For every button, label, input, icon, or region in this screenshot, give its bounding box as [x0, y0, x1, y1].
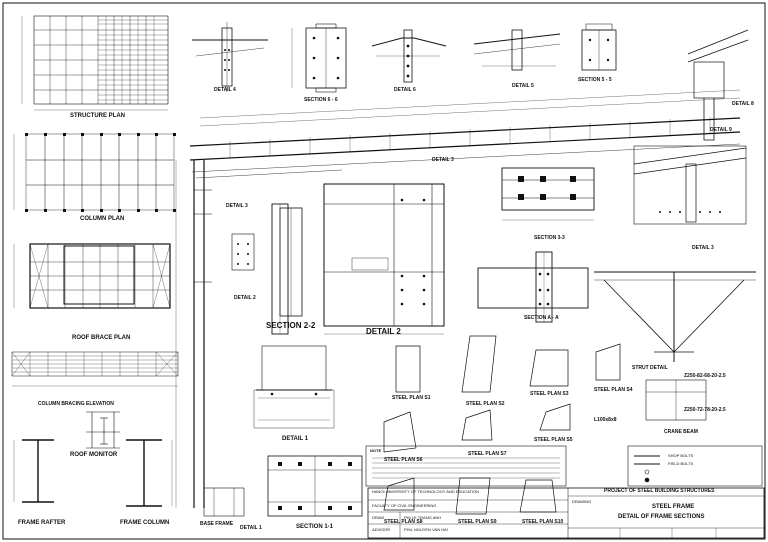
- title-advisor-name: PHIL NGUYEN VAN HAI: [404, 527, 448, 532]
- column-bracing-elevation-drawing: [11, 351, 179, 387]
- detail-3-right-drawing: [633, 145, 747, 225]
- steel-plate-s9: [455, 477, 491, 515]
- section-2-2-drawing: [279, 207, 303, 317]
- steel-plate-s1: [395, 345, 421, 393]
- title-drawn-name: PHI LE TRANG ANH: [404, 515, 442, 520]
- label-steel-plan-s3: STEEL PLAN S3: [530, 391, 569, 397]
- label-structure-plan: STRUCTURE PLAN: [70, 113, 125, 119]
- legend-box: [627, 445, 763, 487]
- column-plan-drawing: [13, 133, 176, 212]
- title-advisor-role: ADVISOR: [372, 527, 391, 532]
- steel-plate-s7: [461, 409, 493, 441]
- label-steel-plan-s5: STEEL PLAN S5: [534, 437, 573, 443]
- steel-plate-s8: [383, 477, 415, 511]
- label-steel-plan-s6: STEEL PLAN S6: [384, 457, 423, 463]
- label-detail-3-small: DETAIL 3: [432, 157, 454, 163]
- frame-rafter-drawing: [13, 439, 54, 503]
- label-z-section-2: Z250-72-78-20-2.5: [684, 407, 726, 413]
- detail-5-drawing: [473, 29, 561, 71]
- label-frame-column: FRAME COLUMN: [120, 520, 170, 526]
- label-section-6-6: SECTION 6 - 6: [304, 97, 338, 103]
- label-section-1-1: SECTION 1-1: [296, 524, 334, 530]
- label-section-5-5: SECTION 5 - 5: [578, 77, 612, 83]
- label-crane-beam: CRANE BEAM: [664, 429, 698, 435]
- label-steel-plan-s1: STEEL PLAN S1: [392, 395, 431, 401]
- section-3-3-drawing: [501, 167, 595, 221]
- steel-plate-s4: [595, 343, 621, 381]
- steel-plate-s2: [461, 335, 497, 393]
- frame-column-drawing: [126, 439, 173, 507]
- legend-item-field-bolts: FIELD BOLTS: [668, 461, 694, 466]
- label-angle-section: L100x8x8: [594, 417, 617, 423]
- roof-monitor-drawing: [86, 411, 120, 449]
- structure-plan-drawing: [21, 15, 169, 111]
- rafter-end-drawing: [687, 29, 749, 141]
- notes-box: [365, 445, 567, 487]
- roof-brace-plan-drawing: [13, 243, 171, 309]
- label-steel-plan-s10: STEEL PLAN S10: [522, 519, 564, 525]
- label-section-a-a: SECTION A - A: [524, 315, 559, 321]
- label-detail-1: DETAIL 1: [282, 436, 309, 442]
- label-column-bracing-elevation: COLUMN BRACING ELEVATION: [38, 401, 114, 407]
- title-line-2: DETAIL OF FRAME SECTIONS: [618, 514, 705, 520]
- steel-plate-s10: [519, 479, 557, 513]
- label-detail-3-right: DETAIL 3: [692, 245, 714, 251]
- label-section-2-2: SECTION 2-2: [266, 321, 316, 330]
- label-detail-2-small: DETAIL 2: [234, 295, 256, 301]
- label-detail-4: DETAIL 4: [214, 87, 236, 93]
- label-steel-plan-s4: STEEL PLAN S4: [594, 387, 633, 393]
- detail-6-drawing: [371, 29, 447, 83]
- steel-plate-s5: [539, 403, 571, 431]
- label-steel-plan-s9: STEEL PLAN S9: [458, 519, 497, 525]
- label-base-frame: BASE FRAME: [200, 521, 234, 527]
- title-block: [367, 487, 765, 539]
- title-faculty: FACULTY OF CIVIL ENGINEERING: [372, 503, 437, 508]
- legend-item-shop-bolts: SHOP BOLTS: [668, 453, 694, 458]
- base-frame-drawing: [203, 487, 245, 517]
- detail-2-drawing: [323, 183, 445, 335]
- rafter-elevation-drawing: [175, 89, 741, 508]
- label-steel-plan-s8: STEEL PLAN S8: [384, 519, 423, 525]
- label-detail-2: DETAIL 2: [366, 327, 401, 336]
- label-section-3-3: SECTION 3-3: [534, 235, 565, 241]
- steel-plate-s3: [529, 349, 569, 387]
- section-5-5-drawing: [581, 23, 617, 71]
- section-1-1-drawing: [267, 455, 363, 517]
- detail-1-drawing: [253, 345, 335, 429]
- title-project: PROJECT OF STEEL BUILDING STRUCTURES: [604, 488, 715, 494]
- detail-4-drawing: [192, 22, 268, 92]
- label-frame-rafter: FRAME RAFTER: [18, 520, 66, 526]
- label-detail-5: DETAIL 5: [512, 83, 534, 89]
- label-column-plan: COLUMN PLAN: [80, 216, 125, 222]
- label-roof-monitor: ROOF MONITOR: [70, 452, 118, 458]
- label-steel-plan-s2: STEEL PLAN S2: [466, 401, 505, 407]
- section-6-6-drawing: [291, 23, 347, 93]
- steel-plate-s6: [383, 411, 417, 453]
- detail-3-drawing: [231, 203, 289, 335]
- label-detail-6: DETAIL 6: [394, 87, 416, 93]
- notes-heading: NOTE: [370, 448, 382, 453]
- label-detail-3: DETAIL 3: [226, 203, 248, 209]
- title-university: HANOI UNIVERSITY OF TECHNOLOGY AND EDUCA…: [372, 489, 480, 494]
- label-detail-9: DETAIL 9: [710, 127, 732, 133]
- label-detail-8: DETAIL 8: [732, 101, 754, 107]
- label-detail-1-small: DETAIL 1: [240, 525, 262, 531]
- label-steel-plan-s7: STEEL PLAN S7: [468, 451, 507, 457]
- strut-detail-drawing: [594, 271, 756, 362]
- label-z-section-1: Z250-82-68-20-2.5: [684, 373, 726, 379]
- title-line-1: STEEL FRAME: [652, 504, 695, 510]
- crane-beam-drawing: [645, 379, 707, 421]
- label-strut-detail: STRUT DETAIL: [632, 365, 668, 371]
- title-drawn-role: DRAW: [372, 515, 385, 520]
- label-roof-brace-plan: ROOF BRACE PLAN: [72, 335, 131, 341]
- section-a-a-drawing: [477, 251, 589, 323]
- title-drawing-label: DRAWING: [572, 499, 592, 504]
